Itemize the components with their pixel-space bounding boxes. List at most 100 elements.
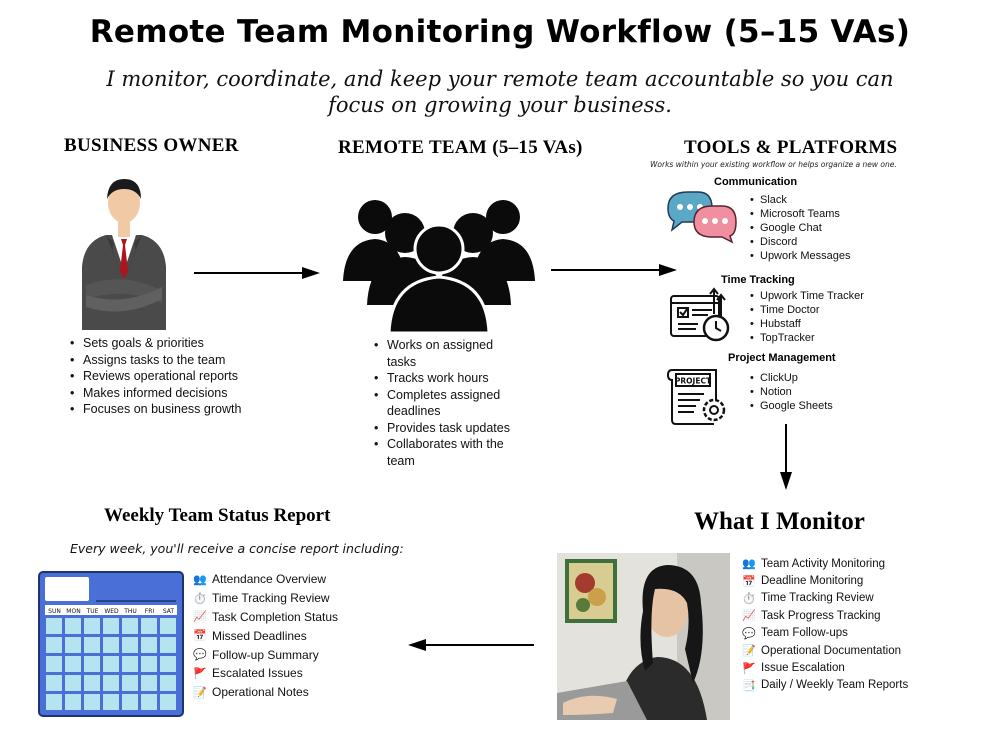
- calendar-day-label: FRI: [145, 608, 155, 615]
- stopwatch-icon: ⏱️: [193, 592, 207, 605]
- time-tracking-icon: [670, 287, 730, 342]
- list-item: Works on assigned tasks: [374, 337, 524, 370]
- list-item: 📅Deadline Monitoring: [742, 575, 864, 588]
- remote-team-list: Works on assigned tasks Tracks work hour…: [374, 337, 524, 469]
- calendar-cell: [84, 618, 100, 634]
- chart-increasing-icon: 📈: [193, 611, 207, 624]
- list-item: ⏱️Time Tracking Review: [742, 592, 874, 605]
- tools-note: Works within your existing workflow or h…: [650, 160, 897, 169]
- calendar-cell: [160, 618, 176, 634]
- list-item: ClickUp: [750, 371, 833, 385]
- what-i-monitor-list: 👥Team Activity Monitoring 📅Deadline Moni…: [741, 555, 908, 694]
- list-item: 👥Attendance Overview: [193, 572, 327, 587]
- communication-list: Slack Microsoft Teams Google Chat Discor…: [750, 193, 850, 263]
- list-item: 📝Operational Notes: [193, 685, 309, 700]
- weekly-report-heading: Weekly Team Status Report: [104, 505, 331, 526]
- calendar-cell: [122, 694, 138, 710]
- speech-bubble-icon: 💬: [742, 627, 756, 640]
- calendar-cell: [46, 656, 62, 672]
- weekly-report-subtitle: Every week, you'll receive a concise rep…: [70, 541, 404, 556]
- communication-label: Communication: [714, 176, 798, 188]
- list-item: 📅Missed Deadlines: [193, 628, 307, 643]
- business-owner-heading: BUSINESS OWNER: [64, 135, 239, 156]
- list-item: Google Sheets: [750, 399, 833, 413]
- calendar-cell: [160, 694, 176, 710]
- time-tracking-label: Time Tracking: [721, 274, 795, 286]
- calendar-cell: [84, 675, 100, 691]
- list-item: Tracks work hours: [374, 370, 524, 387]
- arrow-down-icon: [780, 424, 792, 490]
- calendar-cell: [84, 656, 100, 672]
- calendar-day-label: THU: [123, 608, 137, 615]
- speech-bubble-icon: 💬: [193, 649, 207, 662]
- list-item: Assigns tasks to the team: [70, 352, 270, 369]
- people-icon: 👥: [742, 558, 756, 571]
- bookmark-tabs-icon: 📑: [742, 679, 756, 692]
- page-title: Remote Team Monitoring Workflow (5–15 VA…: [89, 14, 911, 50]
- memo-icon: 📝: [742, 645, 756, 658]
- calendar-cell: [122, 637, 138, 653]
- red-flag-icon: 🚩: [193, 667, 207, 680]
- calendar-day-label: MON: [66, 608, 80, 615]
- calendar-cell: [122, 675, 138, 691]
- monitoring-photo: [557, 553, 730, 720]
- list-item: 💬Team Follow-ups: [742, 627, 848, 640]
- tools-heading: TOOLS & PLATFORMS: [684, 137, 898, 158]
- what-i-monitor-heading: What I Monitor: [694, 508, 865, 535]
- project-management-label: Project Management: [728, 352, 836, 364]
- calendar-cell: [160, 637, 176, 653]
- calendar-cell: [122, 618, 138, 634]
- list-item: Reviews operational reports: [70, 368, 270, 385]
- chart-increasing-icon: 📈: [742, 610, 756, 623]
- list-item: Collaborates with the team: [374, 436, 524, 469]
- list-item: ⏱️Time Tracking Review: [193, 591, 330, 606]
- list-item: TopTracker: [750, 331, 864, 345]
- calendar-cell: [84, 637, 100, 653]
- list-item: Slack: [750, 193, 850, 207]
- calendar-cell: [65, 675, 81, 691]
- list-item: Upwork Time Tracker: [750, 289, 864, 303]
- time-tracking-list: Upwork Time Tracker Time Doctor Hubstaff…: [750, 289, 864, 345]
- calendar-cell: [141, 637, 157, 653]
- calendar-cell: [103, 675, 119, 691]
- list-item: Discord: [750, 235, 850, 249]
- calendar-cell: [103, 618, 119, 634]
- calendar-cell: [65, 618, 81, 634]
- page-subtitle: I monitor, coordinate, and keep your rem…: [106, 67, 894, 117]
- calendar-cell: [141, 656, 157, 672]
- list-item: 🚩Escalated Issues: [193, 666, 303, 681]
- remote-team-heading: REMOTE TEAM (5–15 VAs): [338, 137, 583, 158]
- list-item: Microsoft Teams: [750, 207, 850, 221]
- calendar-cell: [65, 656, 81, 672]
- calendar-cell: [46, 694, 62, 710]
- memo-icon: 📝: [193, 686, 207, 699]
- red-flag-icon: 🚩: [742, 662, 756, 675]
- list-item: 🚩Issue Escalation: [742, 662, 845, 675]
- list-item: Sets goals & priorities: [70, 335, 270, 352]
- calendar-cell: [46, 637, 62, 653]
- project-icon-text: PROJECT: [675, 377, 712, 386]
- list-item: Provides task updates: [374, 420, 524, 437]
- calendar-cell: [141, 694, 157, 710]
- list-item: 📑Daily / Weekly Team Reports: [742, 679, 909, 692]
- list-item: 📝Operational Documentation: [742, 644, 901, 658]
- people-icon: 👥: [193, 573, 207, 586]
- calendar-cell: [65, 694, 81, 710]
- calendar-cell: [65, 637, 81, 653]
- business-owner-icon: [82, 179, 166, 330]
- list-item: 👥Team Activity Monitoring: [742, 557, 885, 571]
- calendar-day-label: TUE: [86, 608, 99, 615]
- calendar-cell: [160, 656, 176, 672]
- list-item: Time Doctor: [750, 303, 864, 317]
- list-item: 💬Follow-up Summary: [193, 647, 319, 662]
- calendar-cell: [103, 637, 119, 653]
- project-management-list: ClickUp Notion Google Sheets: [750, 371, 833, 413]
- list-item: Hubstaff: [750, 317, 864, 331]
- calendar-cell: [84, 694, 100, 710]
- arrow-right-icon: [551, 264, 677, 276]
- arrow-right-icon: [194, 267, 320, 279]
- calendar-day-label: SAT: [163, 608, 175, 615]
- list-item: 📈Task Progress Tracking: [742, 609, 881, 623]
- calendar-cell: [141, 675, 157, 691]
- calendar-cell: [103, 656, 119, 672]
